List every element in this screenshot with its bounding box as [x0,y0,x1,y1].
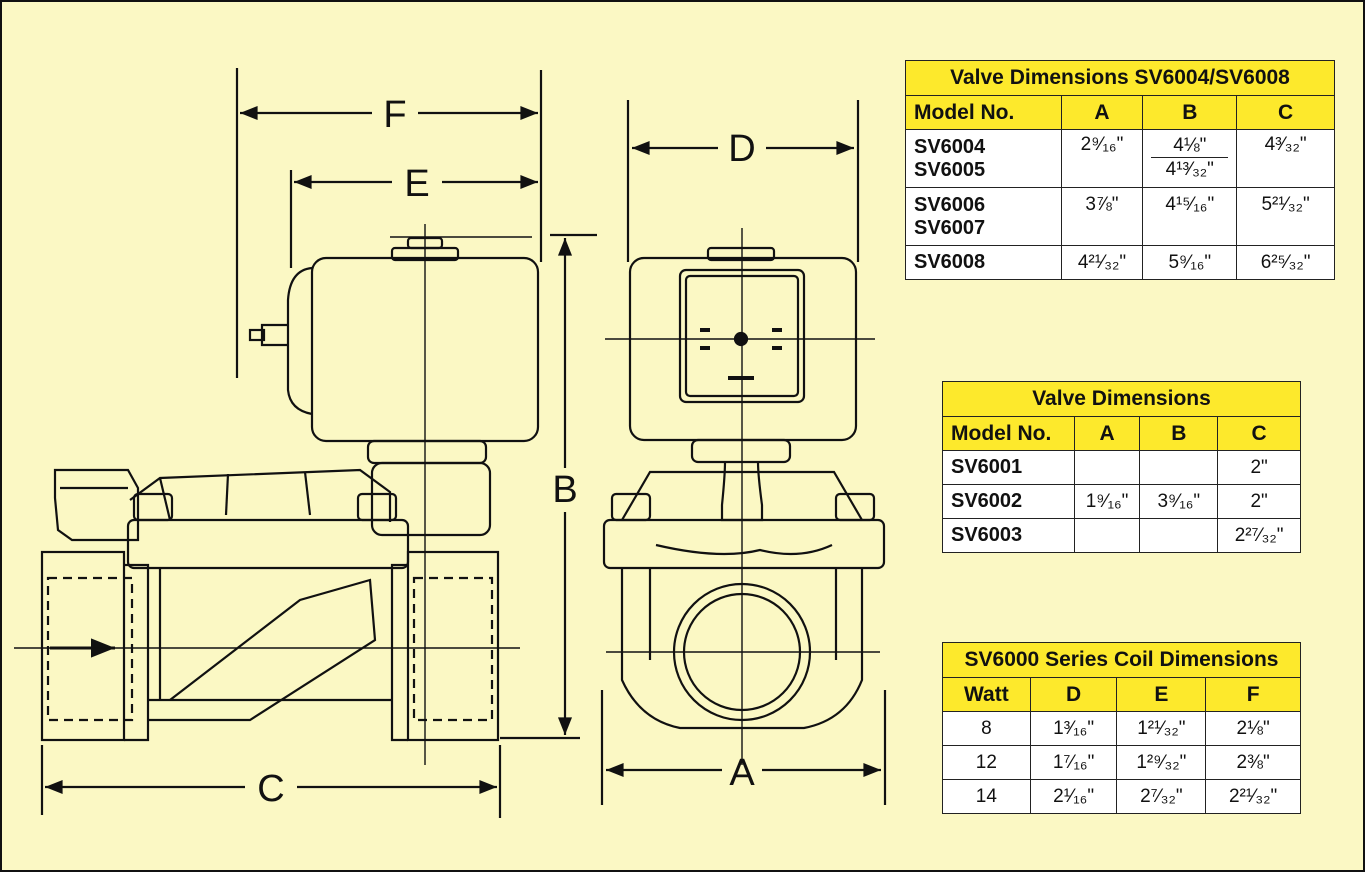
value-d: 1³⁄₁₆" [1029,711,1118,746]
value-c: 5²¹⁄₃₂" [1236,187,1335,246]
valve-dimensions-table: Valve Dimensions Model No. A B C SV6001 … [942,381,1301,553]
model-cell: SV6004 SV6005 [905,129,1062,188]
value-f: 2⅜" [1205,745,1301,780]
table-row: SV6008 4²¹⁄₃₂" 5⁹⁄₁₆" 6²⁵⁄₃₂" [905,245,1335,280]
value-b: 4¹³⁄₃₂" [1151,157,1229,181]
dim-label-b: B [552,469,577,511]
header-watt: Watt [942,677,1031,712]
model-name: SV6004 [914,135,986,158]
table-row: 12 1⁷⁄₁₆" 1²⁹⁄₃₂" 2⅜" [942,745,1301,780]
valve-dimensions-table-sv6004-sv6008: Valve Dimensions SV6004/SV6008 Model No.… [905,60,1335,280]
value-e: 2⁷⁄₃₂" [1116,779,1207,814]
value-a: 2⁹⁄₁₆" [1060,129,1144,188]
dim-label-f: F [383,94,406,136]
value-b: 5⁹⁄₁₆" [1142,245,1238,280]
model-name: SV6002 [942,484,1075,519]
value-c: 2²⁷⁄₃₂" [1217,518,1301,553]
header-b: B [1139,416,1219,451]
table-row: 14 2¹⁄₁₆" 2⁷⁄₃₂" 2²¹⁄₃₂" [942,779,1301,814]
table-row: 8 1³⁄₁₆" 1²¹⁄₃₂" 2⅛" [942,711,1301,746]
header-b: B [1142,95,1238,130]
table-row: SV6004 SV6005 2⁹⁄₁₆" 4⅛" 4¹³⁄₃₂" 4³⁄₃₂" [905,129,1335,188]
value-f: 2⅛" [1205,711,1301,746]
value-b: 3⁹⁄₁₆" [1139,484,1219,519]
value-c: 6²⁵⁄₃₂" [1236,245,1335,280]
header-c: C [1217,416,1301,451]
model-name: SV6003 [942,518,1075,553]
dim-label-c: C [257,768,284,810]
value-a: 1⁹⁄₁₆" [1073,484,1141,519]
value-e: 1²⁹⁄₃₂" [1116,745,1207,780]
table-title: Valve Dimensions [942,381,1301,417]
header-f: F [1205,677,1301,712]
value-a: 3⅞" [1060,187,1144,246]
header-e: E [1116,677,1207,712]
value-e: 1²¹⁄₃₂" [1116,711,1207,746]
model-name: SV6005 [914,158,986,181]
table-row: SV6006 SV6007 3⅞" 4¹⁵⁄₁₆" 5²¹⁄₃₂" [905,187,1335,246]
value-b [1139,518,1219,553]
valve-side-view [14,68,597,818]
dim-label-a: A [729,752,755,794]
header-model: Model No. [942,416,1075,451]
value-b-cell: 4⅛" 4¹³⁄₃₂" [1142,129,1238,188]
model-name: SV6008 [905,245,1062,280]
model-name: SV6001 [942,450,1075,485]
model-name: SV6007 [914,216,986,239]
value-a: 4²¹⁄₃₂" [1060,245,1144,280]
table-title: SV6000 Series Coil Dimensions [942,642,1301,678]
value-c: 2" [1217,484,1301,519]
value-d: 1⁷⁄₁₆" [1029,745,1118,780]
table-row: SV6003 2²⁷⁄₃₂" [942,518,1301,553]
valve-front-view [600,100,887,805]
header-a: A [1073,416,1141,451]
value-d: 2¹⁄₁₆" [1029,779,1118,814]
model-cell: SV6006 SV6007 [905,187,1062,246]
value-b: 4¹⁵⁄₁₆" [1142,187,1238,246]
header-a: A [1060,95,1144,130]
value-a [1073,518,1141,553]
value-b [1139,450,1219,485]
value-c: 2" [1217,450,1301,485]
value-watt: 12 [942,745,1031,780]
value-c: 4³⁄₃₂" [1236,129,1335,188]
table-row: SV6002 1⁹⁄₁₆" 3⁹⁄₁₆" 2" [942,484,1301,519]
value-b: 4⅛" [1173,135,1207,156]
value-a [1073,450,1141,485]
table-row: SV6001 2" [942,450,1301,485]
header-c: C [1236,95,1335,130]
coil-dimensions-table: SV6000 Series Coil Dimensions Watt D E F… [942,642,1301,814]
model-name: SV6006 [914,193,986,216]
value-watt: 14 [942,779,1031,814]
value-watt: 8 [942,711,1031,746]
table-title: Valve Dimensions SV6004/SV6008 [905,60,1335,96]
header-model: Model No. [905,95,1062,130]
dim-label-d: D [728,128,755,170]
header-d: D [1029,677,1118,712]
dim-label-e: E [404,163,429,205]
value-f: 2²¹⁄₃₂" [1205,779,1301,814]
